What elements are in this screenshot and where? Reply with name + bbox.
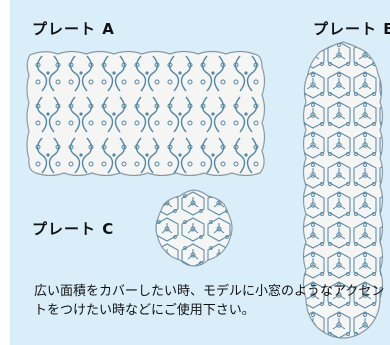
plate-a-label: プレート A — [32, 20, 115, 38]
product-panel: プレート A プレート B プレート C — [10, 0, 390, 345]
plate-b-label: プレート B — [313, 20, 390, 38]
plate-b-image — [302, 41, 384, 339]
usage-description: 広い面積をカバーしたい時、モデルに小窓のようなアクセントをつけたい時などにご使用… — [34, 284, 385, 318]
plate-a-image — [26, 50, 266, 177]
plate-c-image — [155, 189, 233, 267]
plate-c-label: プレート C — [32, 220, 115, 238]
